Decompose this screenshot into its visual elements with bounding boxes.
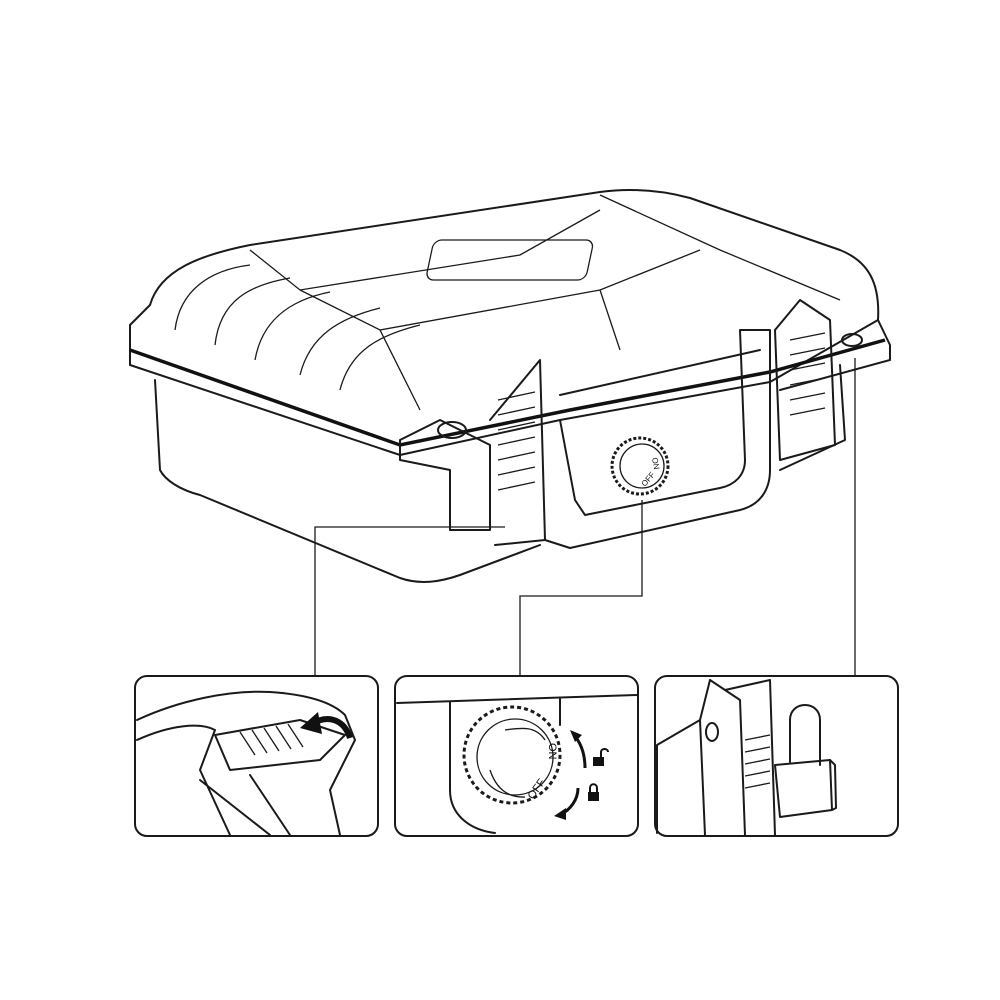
case-body	[129, 189, 891, 583]
arrow-head-icon	[300, 712, 322, 734]
padlock-shackle	[789, 704, 821, 766]
valve-knurled-dial	[462, 705, 562, 805]
inset-valve-detail: ON OFF	[394, 675, 639, 837]
main-pressure-valve-dial: ON OFF	[610, 436, 670, 496]
unlocked-padlock-icon	[593, 748, 609, 766]
locked-padlock-icon	[588, 783, 599, 801]
main-dial-on-label: ON	[650, 457, 661, 471]
inset-padlock-detail	[654, 675, 899, 837]
padlock-body	[774, 759, 833, 818]
leader-lines	[314, 358, 856, 676]
valve-on-label: ON	[546, 743, 558, 760]
inset-latch-detail	[134, 675, 379, 837]
